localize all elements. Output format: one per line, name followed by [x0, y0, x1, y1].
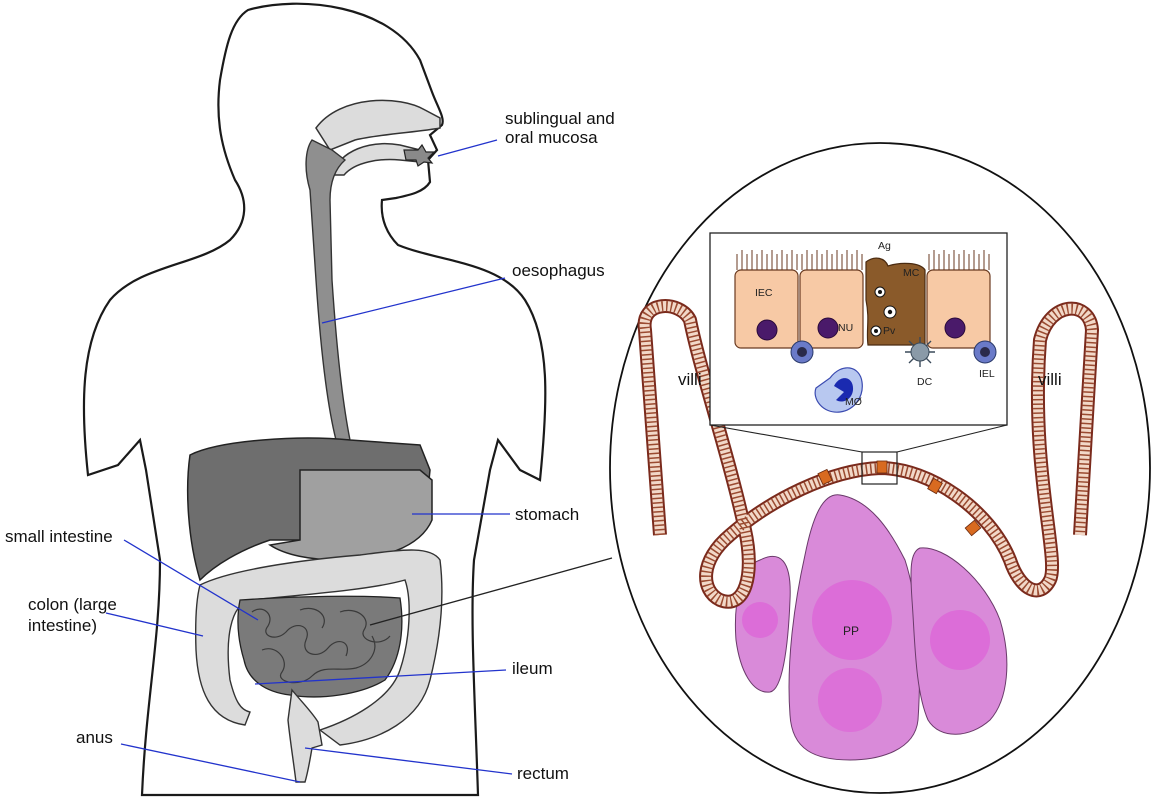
zoom-connector-line: [369, 557, 613, 626]
label-colon-line1: colon (large: [28, 595, 117, 614]
leader-lines: [105, 139, 613, 783]
dendritic-cell: [905, 337, 935, 367]
label-villi-left: villi: [678, 370, 702, 389]
label-small-intestine: small intestine: [5, 527, 113, 546]
label-oesophagus: oesophagus: [512, 261, 605, 280]
macrophage: [814, 367, 863, 413]
label-stomach: stomach: [515, 505, 579, 524]
label-macrophage: MØ: [845, 396, 862, 408]
label-nu: NU: [838, 322, 853, 334]
m-cell: [865, 257, 926, 346]
label-iec: IEC: [755, 287, 773, 299]
rectum: [287, 688, 323, 783]
small-intestine: [237, 595, 403, 698]
stomach-organ: [268, 469, 433, 561]
liver-stomach: [186, 437, 433, 582]
label-pp: PP: [843, 624, 859, 638]
epithelium-inset: Ag MC IEC NU Pv DC IEL MØ: [709, 232, 1008, 426]
organ-labels: sublingual and oral mucosa oesophagus st…: [5, 109, 615, 783]
label-ag: Ag: [878, 240, 891, 252]
label-ileum: ileum: [512, 659, 553, 678]
peyers-patch: PP: [734, 494, 1008, 761]
label-colon-line2: intestine): [28, 616, 97, 635]
nucleus-2: [817, 317, 839, 339]
label-iel: IEL: [979, 368, 995, 380]
zoom-lines: [709, 424, 1008, 485]
label-rectum: rectum: [517, 764, 569, 783]
label-mc: MC: [903, 267, 920, 279]
label-sublingual-line1: sublingual and: [505, 109, 615, 128]
label-dc: DC: [917, 376, 933, 388]
label-sublingual-line2: oral mucosa: [505, 128, 598, 147]
label-pv: Pv: [883, 325, 896, 337]
label-villi-right: villi: [1038, 370, 1062, 389]
sublingual-area: [403, 143, 436, 167]
oral-cavity: [315, 99, 441, 176]
nucleus-1: [756, 319, 778, 341]
nucleus-3: [944, 317, 966, 339]
zoom-source-box: [861, 451, 898, 485]
label-anus: anus: [76, 728, 113, 747]
